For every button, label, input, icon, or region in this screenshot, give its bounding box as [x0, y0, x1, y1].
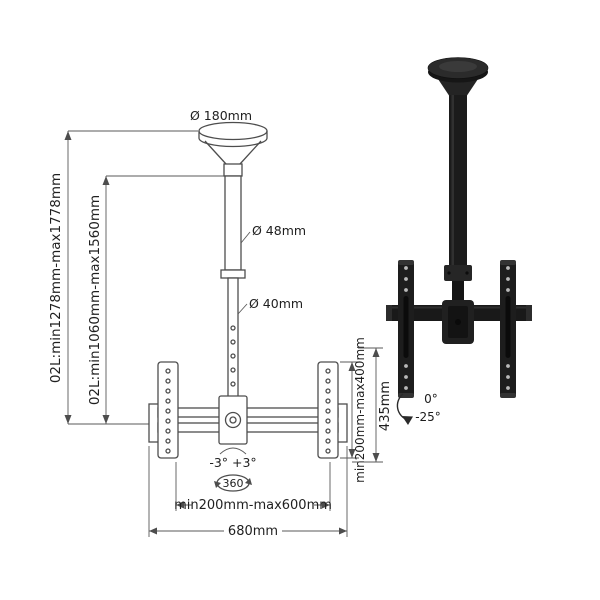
vesa-width-label: min200mm-max600mm [174, 498, 332, 513]
vesa-height-label: min200mm-max400mm [353, 337, 367, 483]
arrow-left-icon [176, 501, 184, 509]
tilt-range-label: -3° +3° [209, 455, 256, 470]
rotation-annotation: 360 [214, 474, 252, 492]
ceiling-plate-drawing: Ø 180mm [190, 108, 268, 177]
lower-rail [157, 422, 339, 433]
pole-highlight [451, 95, 454, 267]
vesa-plate-left [157, 361, 179, 459]
tilt-min-label: -25° [415, 410, 441, 424]
rotation-label: 360 [223, 477, 244, 490]
technical-drawing: 02L:min1278mm-max1778mm 02L:min1060mm-ma… [48, 108, 393, 539]
arrow-left-icon [149, 527, 157, 535]
upper-rail [157, 407, 339, 418]
arrow-up-icon [348, 362, 356, 371]
arrow-right-icon [339, 527, 347, 535]
vesa-plate-right [317, 361, 339, 459]
arrow-up-icon [64, 131, 72, 140]
tv-bracket-drawing [148, 361, 348, 459]
vesa-width-dimension: min200mm-max600mm [174, 462, 332, 513]
pole-height-label: 02L:min1060mm-max1560mm [87, 195, 103, 405]
vesa-height-dimension: min200mm-max400mm [340, 337, 367, 483]
arrow-right-icon [322, 501, 330, 509]
arrow-up-icon [102, 176, 110, 185]
total-height-label: 435mm [378, 381, 393, 431]
product-render: 0° -25° [386, 57, 532, 425]
tilt-max-label: 0° [424, 392, 438, 406]
tilt-head [442, 300, 474, 344]
total-height-dimension: 435mm [352, 347, 393, 463]
arrow-up-icon [372, 348, 380, 357]
arrow-down-icon [102, 415, 110, 424]
pole-drawing [220, 175, 246, 411]
telescopic-collar [444, 265, 472, 281]
upper-tube-diameter-label: Ø 48mm [252, 223, 306, 238]
ceiling-plate-highlight [439, 61, 477, 72]
arrow-down-icon [372, 453, 380, 462]
pole-height-dimension: 02L:min1060mm-max1560mm [87, 175, 224, 424]
lower-tube-diameter-callout: Ø 40mm [237, 296, 303, 315]
upper-tube-diameter-callout: Ø 48mm [240, 223, 306, 244]
center-mount-block [218, 395, 248, 445]
total-width-label: 680mm [228, 524, 278, 539]
arrow-down-icon [64, 415, 72, 424]
tilt-range-annotation: -3° +3° [209, 447, 257, 470]
plate-diameter-label: Ø 180mm [190, 108, 252, 123]
overall-height-dimension: 02L:min1278mm-max1778mm [48, 130, 198, 425]
vesa-arm-left [398, 260, 414, 398]
total-width-dimension: 680mm [148, 446, 348, 539]
product-tilt-annotation: 0° -25° [396, 392, 441, 425]
arrow-down-icon [348, 449, 356, 458]
tilt-arc-icon [219, 447, 247, 455]
lower-tube-diameter-label: Ø 40mm [249, 296, 303, 311]
vesa-arm-right [500, 260, 516, 398]
overall-height-label: 02L:min1278mm-max1778mm [48, 173, 64, 383]
